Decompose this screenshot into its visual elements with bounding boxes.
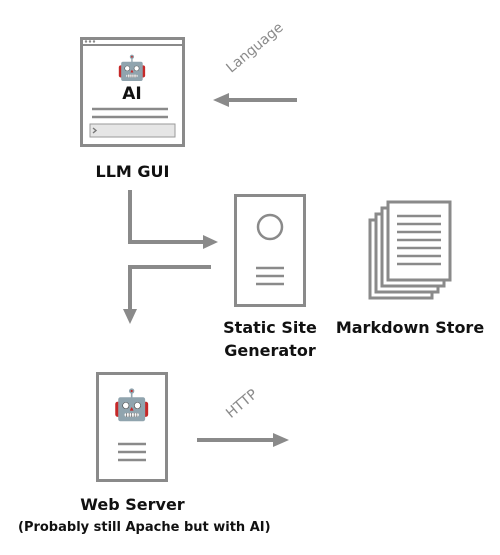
- web-server-icon: [96, 372, 168, 482]
- llm-gui-window: [80, 37, 185, 147]
- language-arrow: [205, 85, 305, 115]
- web-server-caption: (Probably still Apache but with AI): [18, 520, 271, 535]
- static-site-generator-icon: [234, 194, 306, 307]
- llm-gui-screen-text: AI: [122, 84, 142, 104]
- markdown-store-label: Markdown Store: [335, 318, 485, 337]
- markdown-store-icon: [365, 200, 455, 305]
- robot-icon: 🤖: [117, 54, 147, 82]
- chevron-right-icon: [92, 127, 98, 134]
- static-site-generator-label-line2: Generator: [224, 341, 316, 360]
- http-arrow: [195, 425, 295, 455]
- language-label: Language: [223, 19, 287, 77]
- web-server-label: Web Server: [80, 495, 185, 514]
- static-site-generator-label: Static Site Generator: [210, 316, 330, 362]
- connector-generator-to-webserver: [115, 262, 215, 330]
- http-label: HTTP: [223, 386, 261, 422]
- static-site-generator-label-line1: Static Site: [223, 318, 317, 337]
- connector-llm-to-generator: [120, 188, 225, 258]
- llm-gui-label: LLM GUI: [95, 162, 170, 181]
- web-server-robot-icon: 🤖: [113, 388, 151, 423]
